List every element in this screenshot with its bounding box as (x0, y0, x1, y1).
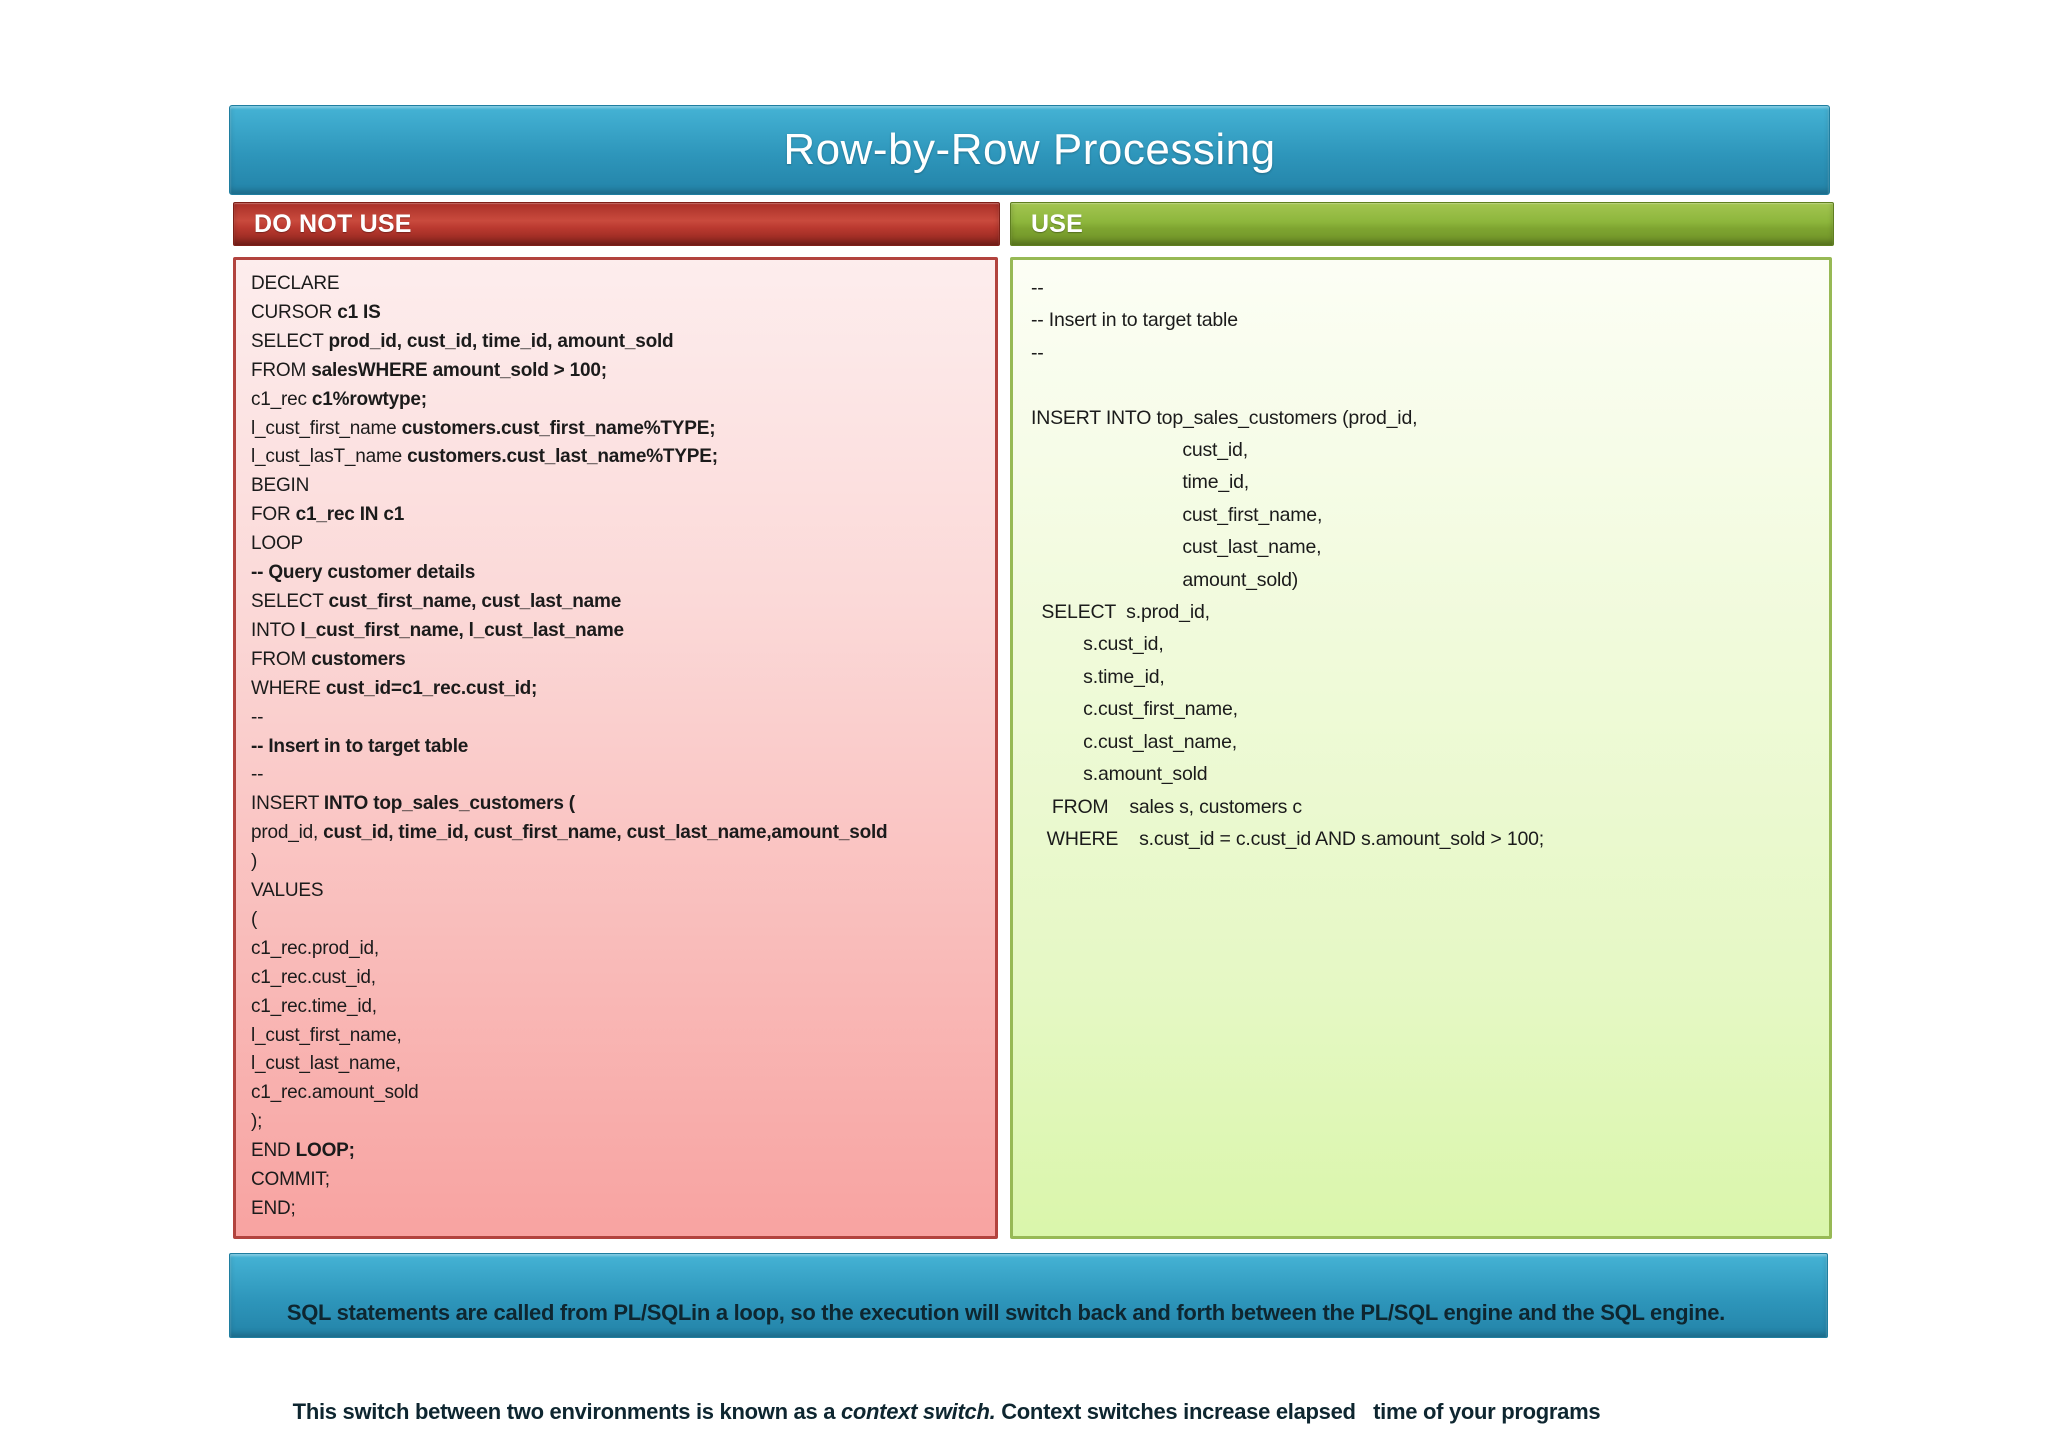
code-line: VALUES (251, 880, 324, 902)
code-line: WHERE s.cust_id = c.cust_id AND s.amount… (1031, 827, 1545, 850)
code-line: INSERT INTO top_sales_customers ( (251, 793, 575, 815)
code-line: -- Insert in to target table (1031, 309, 1238, 332)
code-line: DECLARE (251, 273, 340, 294)
code-line: ); (251, 1111, 263, 1133)
code-line: l_cust_first_name customers.cust_first_n… (251, 417, 716, 439)
code-line: CURSOR c1 IS (251, 301, 381, 323)
code-line: l_cust_last_name, (251, 1053, 401, 1075)
do-not-use-header: DO NOT USE (233, 202, 1000, 246)
code-line: FOR c1_rec IN c1 (251, 504, 405, 526)
code-line: LOOP (251, 533, 303, 555)
code-line: ) (251, 851, 258, 873)
code-line: WHERE cust_id=c1_rec.cust_id; (251, 677, 538, 699)
code-line: COMMIT; (251, 1169, 330, 1191)
code-line: INTO l_cust_first_name, l_cust_last_name (251, 619, 624, 641)
footer-line-2: This switch between two environments is … (252, 1362, 1813, 1447)
do-not-use-label: DO NOT USE (254, 209, 412, 238)
code-line: SELECT prod_id, cust_id, time_id, amount… (251, 330, 674, 352)
code-line: cust_last_name, (1031, 536, 1322, 559)
code-line: c1_rec.cust_id, (251, 966, 376, 988)
code-line: c1_rec.amount_sold (251, 1082, 419, 1104)
code-line (1031, 369, 1819, 401)
code-line: SELECT cust_first_name, cust_last_name (251, 590, 622, 612)
code-line: cust_id, (1031, 439, 1248, 462)
code-line: amount_sold) (1031, 568, 1299, 591)
code-line: c1_rec.prod_id, (251, 937, 379, 959)
footer-line-2-italic: context switch. (840, 1399, 996, 1424)
code-line: -- (251, 706, 264, 728)
code-line: -- Insert in to target table (251, 735, 469, 757)
code-line: -- (1031, 277, 1044, 299)
code-line: END; (251, 1198, 296, 1219)
code-line: cust_first_name, (1031, 503, 1323, 526)
code-line: s.cust_id, (1031, 633, 1164, 656)
code-line: c1_rec.time_id, (251, 995, 377, 1017)
code-line: l_cust_lasT_name customers.cust_last_nam… (251, 446, 718, 468)
page-title: Row-by-Row Processing (783, 125, 1276, 174)
code-line: INSERT INTO top_sales_customers (prod_id… (1031, 406, 1418, 429)
sql-insert-select-code-block: -- -- Insert in to target table -- INSERT … (1013, 260, 1829, 855)
code-line: SELECT s.prod_id, (1031, 601, 1210, 624)
code-line: c.cust_last_name, (1031, 730, 1237, 753)
code-line: FROM sales s, customers c (1031, 795, 1302, 818)
plsql-cursor-loop-code-block: DECLARE CURSOR c1 IS SELECT prod_id, cust_… (236, 260, 995, 1224)
use-panel: -- -- Insert in to target table -- INSERT … (1010, 257, 1832, 1239)
code-line: END LOOP; (251, 1140, 355, 1162)
code-line: c.cust_first_name, (1031, 698, 1238, 721)
footer-line-2-pre: This switch between two environments is … (286, 1399, 841, 1424)
code-line: c1_rec c1%rowtype; (251, 388, 427, 410)
title-bar: Row-by-Row Processing (229, 105, 1830, 195)
code-line: -- (1031, 341, 1044, 364)
code-line: l_cust_first_name, (251, 1024, 402, 1046)
footer-line-2-post: Context switches increase elapsed time o… (995, 1399, 1601, 1424)
code-line: -- Query customer details (251, 562, 476, 584)
code-line: s.time_id, (1031, 665, 1165, 688)
code-line: FROM customers (251, 648, 406, 670)
do-not-use-panel: DECLARE CURSOR c1 IS SELECT prod_id, cust_… (233, 257, 998, 1239)
footer-note: SQL statements are called from PL/SQLin … (229, 1253, 1828, 1424)
code-line: time_id, (1031, 471, 1249, 494)
use-header: USE (1010, 202, 1834, 246)
code-line: -- (251, 764, 264, 786)
code-line: prod_id, cust_id, time_id, cust_first_na… (251, 822, 888, 844)
code-line: FROM salesWHERE amount_sold > 100; (251, 359, 607, 381)
footer-line-1: SQL statements are called from PL/SQLin … (252, 1263, 1813, 1362)
code-line: BEGIN (251, 475, 310, 497)
code-line: s.amount_sold (1031, 763, 1208, 786)
use-label: USE (1031, 209, 1084, 238)
footer-line-1-text: SQL statements are called from PL/SQLin … (286, 1300, 1725, 1325)
code-line: ( (251, 908, 258, 930)
